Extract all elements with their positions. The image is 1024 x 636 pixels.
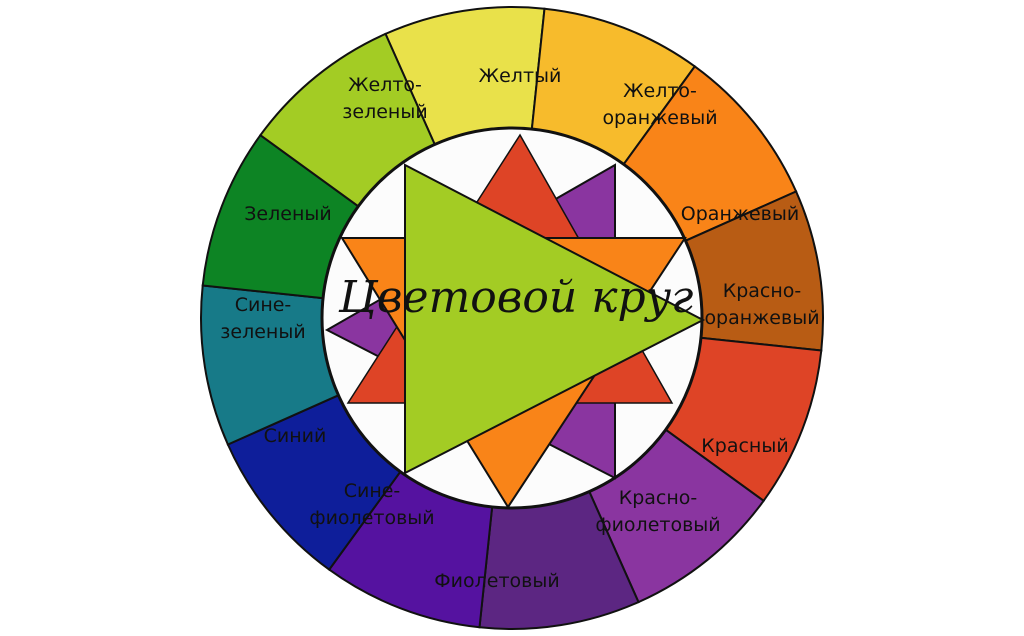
- segment-label: Зеленый: [244, 203, 331, 225]
- segment-label: Сине-: [235, 294, 292, 316]
- segment-label: Красно-: [723, 280, 802, 302]
- segment-label: Желто-: [348, 74, 422, 96]
- segment-label: Желтый: [479, 65, 562, 87]
- segment-label: фиолетовый: [309, 507, 434, 529]
- segment-label: Красный: [701, 435, 788, 457]
- inner-triangles: [324, 133, 706, 509]
- segment-label: Красно-: [619, 487, 698, 509]
- segment-label: оранжевый: [704, 307, 819, 329]
- segment-label: зеленый: [342, 101, 427, 123]
- segment-label: Желто-: [623, 80, 697, 102]
- wheel-title: Цветовой круг: [338, 272, 694, 323]
- segment-label: зеленый: [220, 321, 305, 343]
- segment-label: оранжевый: [602, 107, 717, 129]
- green-triangle: [404, 163, 706, 475]
- wheel-segments: [200, 6, 824, 630]
- segment-label: Синий: [264, 425, 327, 447]
- segment-label: Сине-: [344, 480, 401, 502]
- segment-labels: ЖелтыйЖелто-оранжевыйОранжевыйКрасно-ора…: [220, 65, 819, 592]
- segment-label: фиолетовый: [595, 514, 720, 536]
- segment-label: Фиолетовый: [434, 570, 559, 592]
- segment-label: Оранжевый: [681, 203, 799, 225]
